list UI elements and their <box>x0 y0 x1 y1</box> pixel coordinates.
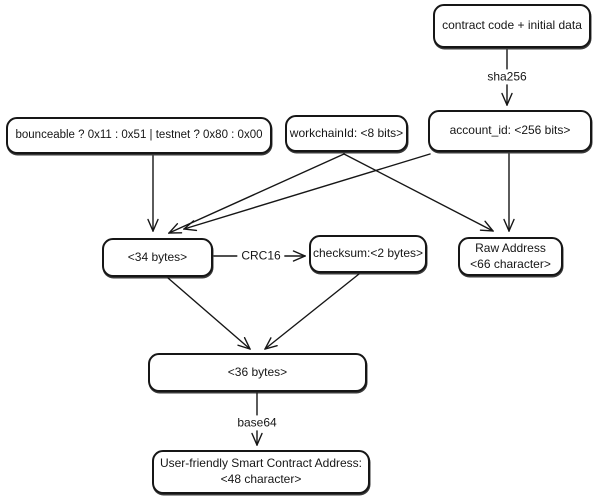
node-workchain-id-label: workchainId: <8 bits> <box>289 125 404 140</box>
node-checksum-label: checksum:<2 bytes> <box>312 246 424 261</box>
node-workchain-id: workchainId: <8 bits> <box>285 115 408 152</box>
node-checksum: checksum:<2 bytes> <box>309 235 427 273</box>
edge-34bytes-to-36bytes <box>167 277 250 349</box>
node-raw-address: Raw Address <66 character> <box>458 237 563 276</box>
node-36-bytes: <36 bytes> <box>148 353 367 392</box>
node-34-bytes-label: <34 bytes> <box>127 249 188 264</box>
node-bounceable-flags-label: bounceable ? 0x11 : 0x51 | testnet ? 0x8… <box>15 129 263 142</box>
node-account-id-label: account_id: <256 bits> <box>449 123 571 138</box>
node-user-friendly-address: User-friendly Smart Contract Address: <4… <box>152 450 370 494</box>
node-contract-code-label: contract code + initial data <box>442 18 582 33</box>
node-account-id: account_id: <256 bits> <box>428 110 592 152</box>
edge-label-sha256: sha256 <box>483 69 531 85</box>
edge-label-crc16: CRC16 <box>237 248 285 264</box>
node-contract-code: contract code + initial data <box>433 4 591 48</box>
edge-workchain-to-rawaddress <box>343 153 493 231</box>
edge-account-to-34bytes <box>184 153 431 229</box>
node-34-bytes: <34 bytes> <box>102 238 213 277</box>
node-bounceable-flags: bounceable ? 0x11 : 0x51 | testnet ? 0x8… <box>6 117 272 154</box>
edge-checksum-to-36bytes <box>265 273 360 349</box>
node-raw-address-line1: Raw Address <box>475 240 546 255</box>
node-user-friendly-line1: User-friendly Smart Contract Address: <box>159 456 363 471</box>
edge-label-base64: base64 <box>233 415 281 431</box>
node-36-bytes-label: <36 bytes> <box>227 364 288 379</box>
node-user-friendly-line2: <48 character> <box>220 472 302 486</box>
node-raw-address-line2: <66 character> <box>470 256 551 271</box>
edge-workchain-to-34bytes <box>169 153 345 233</box>
